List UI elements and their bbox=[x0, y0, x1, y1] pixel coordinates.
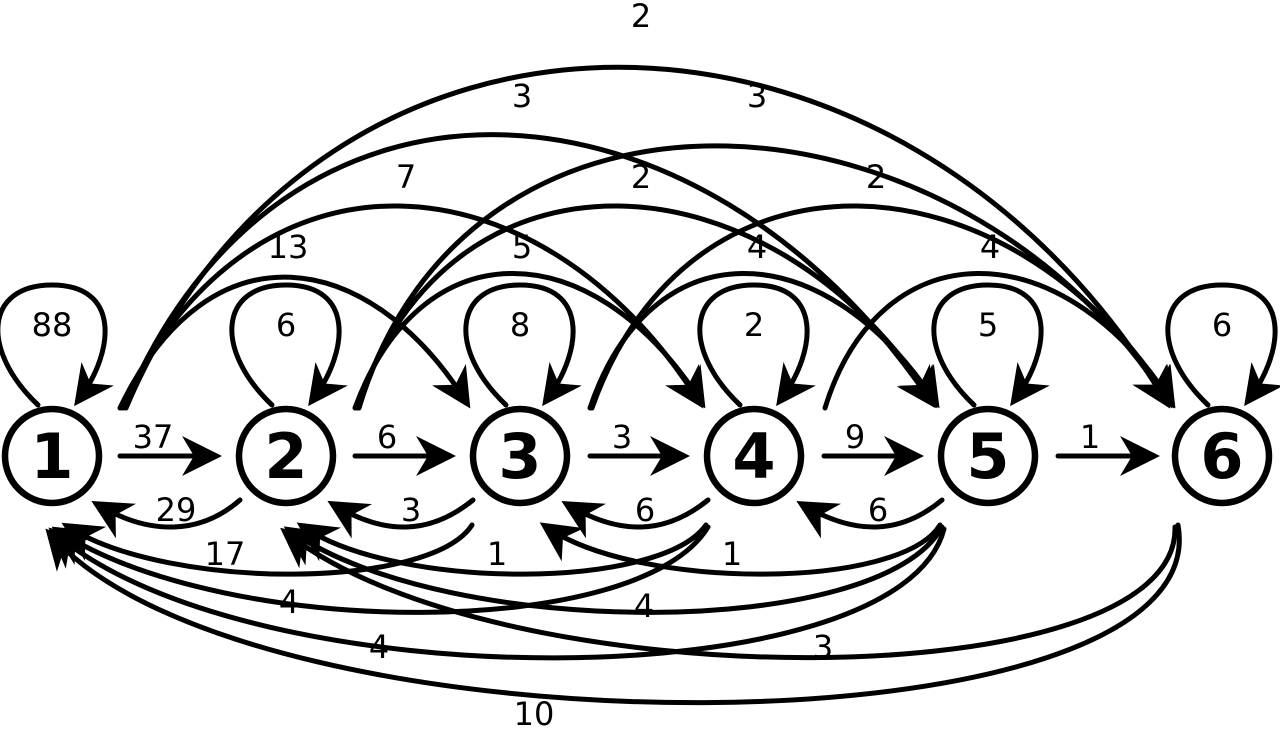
edge-5-4 bbox=[796, 497, 945, 539]
edge-weight-4-4: 2 bbox=[744, 306, 764, 344]
edge-5-3 bbox=[539, 522, 943, 577]
edge-6-2 bbox=[280, 524, 1178, 661]
node-5[interactable]: 5 bbox=[937, 405, 1039, 507]
edge-3-2 bbox=[327, 497, 476, 539]
edge-weight-3-3: 8 bbox=[510, 306, 530, 344]
edge-weight-6-2: 3 bbox=[813, 628, 833, 666]
edge-3-3 bbox=[463, 282, 582, 408]
edge-4-6 bbox=[822, 271, 1176, 411]
edge-weight-5-3: 1 bbox=[722, 535, 742, 573]
edge-weight-3-1: 17 bbox=[205, 535, 246, 573]
node-label: 1 bbox=[30, 420, 73, 493]
edge-weight-5-6: 1 bbox=[1080, 418, 1100, 456]
node-label: 6 bbox=[1200, 420, 1243, 493]
edge-weight-4-1: 4 bbox=[279, 583, 299, 621]
edge-4-2 bbox=[296, 522, 709, 577]
edge-4-4 bbox=[697, 282, 816, 408]
edge-weight-2-2: 6 bbox=[276, 306, 296, 344]
edge-weight-2-4: 5 bbox=[512, 228, 532, 266]
node-label: 2 bbox=[264, 420, 307, 493]
edge-5-5 bbox=[931, 282, 1050, 408]
node-2[interactable]: 2 bbox=[235, 405, 337, 507]
edge-weight-3-2: 3 bbox=[401, 491, 421, 529]
edge-weight-5-1: 4 bbox=[369, 628, 389, 666]
edge-weight-4-3: 6 bbox=[635, 491, 655, 529]
edge-weight-2-5: 2 bbox=[631, 158, 651, 196]
edge-5-2 bbox=[283, 524, 945, 615]
edge-weight-1-3: 13 bbox=[268, 228, 309, 266]
edge-1-1 bbox=[0, 282, 114, 408]
edge-3-6 bbox=[589, 203, 1175, 411]
edge-2-5 bbox=[354, 203, 938, 411]
edge-1-4 bbox=[119, 203, 704, 411]
node-3[interactable]: 3 bbox=[469, 405, 571, 507]
edge-2-2 bbox=[229, 282, 348, 408]
edge-weight-2-3: 6 bbox=[377, 418, 397, 456]
edge-weight-4-5: 9 bbox=[845, 418, 865, 456]
node-label: 4 bbox=[732, 420, 775, 493]
edge-weight-3-4: 3 bbox=[612, 418, 632, 456]
edge-weight-3-6: 2 bbox=[866, 158, 886, 196]
node-label: 3 bbox=[498, 420, 541, 493]
node-1[interactable]: 1 bbox=[1, 405, 103, 507]
edge-4-1 bbox=[51, 524, 711, 615]
node-label: 5 bbox=[966, 420, 1009, 493]
edge-weight-1-5: 3 bbox=[512, 77, 532, 115]
edge-weight-1-2: 37 bbox=[133, 418, 174, 456]
edge-weight-1-1: 88 bbox=[32, 306, 73, 344]
edge-2-1 bbox=[91, 497, 243, 539]
edge-6-6 bbox=[1165, 282, 1280, 408]
edge-weight-6-1: 10 bbox=[514, 695, 555, 733]
edge-weight-4-6: 4 bbox=[980, 228, 1000, 266]
edge-weight-1-6: 2 bbox=[631, 0, 651, 35]
node-4[interactable]: 4 bbox=[703, 405, 805, 507]
node-6[interactable]: 6 bbox=[1171, 405, 1273, 507]
edge-weight-6-6: 6 bbox=[1212, 306, 1232, 344]
edge-weight-2-6: 3 bbox=[747, 77, 767, 115]
edge-6-1 bbox=[45, 522, 1182, 706]
edge-weight-5-5: 5 bbox=[978, 306, 998, 344]
edge-weight-1-4: 7 bbox=[396, 158, 416, 196]
edge-3-1 bbox=[61, 522, 475, 577]
edge-2-4 bbox=[352, 271, 706, 411]
edge-1-6 bbox=[123, 64, 1171, 411]
edge-weight-3-5: 4 bbox=[747, 228, 767, 266]
edge-weight-2-1: 29 bbox=[156, 491, 197, 529]
edge-weight-5-4: 6 bbox=[868, 491, 888, 529]
edge-4-3 bbox=[561, 497, 711, 539]
edge-weight-5-2: 4 bbox=[634, 587, 654, 625]
edge-5-1 bbox=[48, 526, 947, 661]
edge-weight-4-2: 1 bbox=[487, 535, 507, 573]
